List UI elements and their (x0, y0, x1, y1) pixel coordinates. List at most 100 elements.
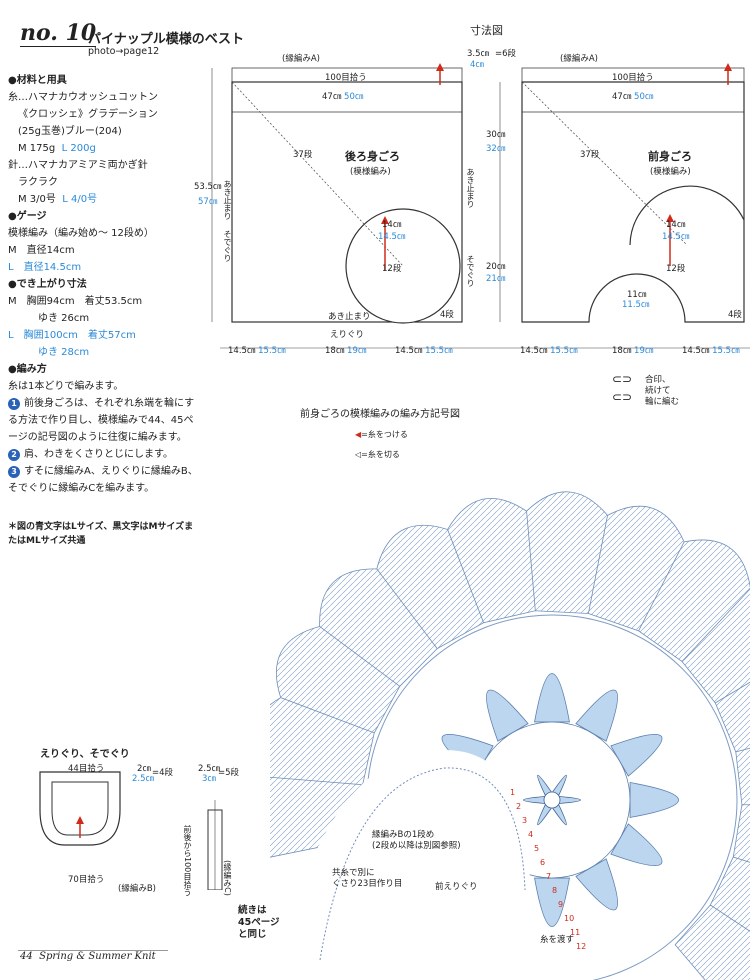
back-stop-right: あき止まり (466, 168, 475, 208)
neck-edge-b (319, 767, 526, 961)
height-32: 32㎝ (486, 144, 506, 154)
bottom-width-3: 14.5㎝ 15.5㎝ (395, 346, 453, 356)
needle-line: ラクラク (18, 177, 58, 188)
front-neck-115: 11.5㎝ (622, 300, 650, 310)
front-body-label: 前身ごろ (648, 150, 692, 163)
armhole-edge-c: (縁編みC) (223, 860, 232, 896)
pattern-title: 前身ごろの模様編みの編み方記号図 (300, 409, 460, 420)
back-motif-circle (345, 208, 461, 324)
size-m-sleeve: ゆき 26cm (38, 313, 90, 324)
row-number-7: 7 (546, 872, 551, 881)
height-535: 53.5㎝ (194, 182, 222, 192)
yarn-line: 糸…ハマナカウオッシュコットン (8, 92, 158, 103)
armhole-w-5rows: =5段 (218, 768, 240, 778)
row-number-8: 8 (552, 886, 557, 895)
row-number-4: 4 (528, 830, 533, 839)
join-symbol-icon: ⊂⊃ (612, 372, 633, 386)
front-body-outline (521, 81, 745, 323)
back-body-label: 後ろ身ごろ (345, 150, 400, 163)
front-body-sub: (模様編み) (650, 167, 691, 177)
size-m: M 胸囲94cm 着丈53.5cm (8, 296, 143, 307)
pass-yarn-label: 糸を渡す (540, 935, 575, 945)
row-number-10: 10 (564, 914, 574, 923)
top-4: 4㎝ (470, 60, 484, 70)
method-intro: 糸は1本どりで編みます。 (8, 381, 124, 392)
collar-title: えりぐり、そでぐり (40, 749, 130, 760)
join-symbol-icon-2: ⊂⊃ (612, 390, 633, 404)
needle-size: M 3/0号 L 4/0号 (18, 194, 98, 205)
needle-line: 針…ハマナカアミアミ両かぎ針 (8, 160, 148, 171)
size-l-sleeve: ゆき 28cm (38, 347, 90, 358)
back-stop-label: あき止まり (328, 312, 371, 322)
back-circle-145: 14.5㎝ (378, 232, 406, 242)
gauge-line: 模様編み（編み始め～ 12段め） (8, 228, 154, 239)
front-edge-a-label: (縁編みA) (560, 54, 598, 64)
size-heading: ●でき上がり寸法 (8, 279, 87, 290)
dimension-diagram (211, 63, 750, 349)
back-circle-14: 14㎝ (382, 220, 402, 230)
gauge-l: L 直径14.5cm (8, 262, 82, 273)
collar-w-2: 2㎝ (137, 764, 151, 774)
collar-w-25: 2.5㎝ (132, 774, 155, 784)
collar-diagram (39, 771, 223, 890)
neck-edge-inner (51, 781, 109, 836)
front-pick-label: 100目拾う (612, 73, 654, 83)
magazine-title: Spring & Summer Knit (39, 951, 156, 962)
photo-reference: photo→page12 (88, 46, 160, 57)
cut-yarn-icon: ◁ (355, 450, 362, 459)
row-number-3: 3 (522, 816, 527, 825)
bottom-width-2: 18㎝ 19㎝ (325, 346, 367, 356)
back-body-sub: (模様編み) (350, 167, 391, 177)
bottom-width-6: 14.5㎝ 15.5㎝ (682, 346, 740, 356)
gauge-m: M 直径14cm (8, 245, 75, 256)
front-neck-label: 前えりぐり (435, 882, 478, 892)
bottom-width-4: 14.5㎝ 15.5㎝ (520, 346, 578, 356)
collar-pick-70: 70目拾う (68, 875, 105, 885)
row-number-1: 1 (510, 788, 515, 797)
row-number-9: 9 (558, 900, 563, 909)
row-number-6: 6 (540, 858, 545, 867)
neck-cutout (300, 750, 530, 980)
row-number-12: 12 (576, 942, 586, 951)
back-rows-4: 4段 (440, 310, 454, 320)
pattern-number: no. 10 (20, 20, 97, 47)
collar-w-4rows: =4段 (152, 768, 174, 778)
materials-heading: ●材料と用具 (8, 75, 67, 86)
attach-yarn-icon: ◀ (355, 430, 362, 439)
back-rows-12: 12段 (382, 264, 402, 274)
row-number-11: 11 (570, 928, 580, 937)
dimension-diagram-title: 寸法図 (470, 24, 503, 37)
front-circle-145: 14.5㎝ (662, 232, 690, 242)
size-note: ＊図の青文字はLサイズ、黒文字はMサイズまたはMLサイズ共通 (8, 522, 194, 546)
height-57: 57㎝ (198, 197, 218, 207)
page-title: パイナップル模様のベスト (88, 32, 245, 47)
height-21: 21㎝ (486, 274, 506, 284)
front-rows-12: 12段 (666, 264, 686, 274)
neckline-label: えりぐり (330, 330, 365, 340)
bottom-width-5: 18㎝ 19㎝ (612, 346, 654, 356)
front-circle-14: 14㎝ (666, 220, 686, 230)
join-note: 合印、続けて輪に編む (645, 375, 680, 407)
height-30: 30㎝ (486, 130, 506, 140)
gauge-heading: ●ゲージ (8, 211, 47, 222)
collar-edge-b: (縁編みB) (118, 884, 156, 894)
top-6rows: =6段 (495, 49, 517, 59)
yarn-amount: M 175g L 200g (18, 143, 96, 154)
front-motif-arc (629, 185, 745, 246)
front-rows-4: 4段 (728, 310, 742, 320)
pattern-legend: ◀=糸をつける ◁=糸を切る (355, 425, 408, 465)
center-ring (543, 791, 561, 809)
back-radius-line (231, 81, 404, 267)
yarn-line: (25g玉巻)ブルー(204) (18, 126, 122, 137)
back-armhole-right: そでぐり (466, 255, 475, 287)
back-width-label: 47㎝ 50㎝ (322, 92, 364, 102)
back-edge-a-label: (縁編みA) (282, 54, 320, 64)
armhole-pick: 前後から100目拾う (183, 825, 192, 897)
row-number-5: 5 (534, 844, 539, 853)
edge-b-note: 縁編みBの1段め(2段め以降は別図参照) (372, 830, 461, 851)
footer-divider (18, 950, 168, 951)
